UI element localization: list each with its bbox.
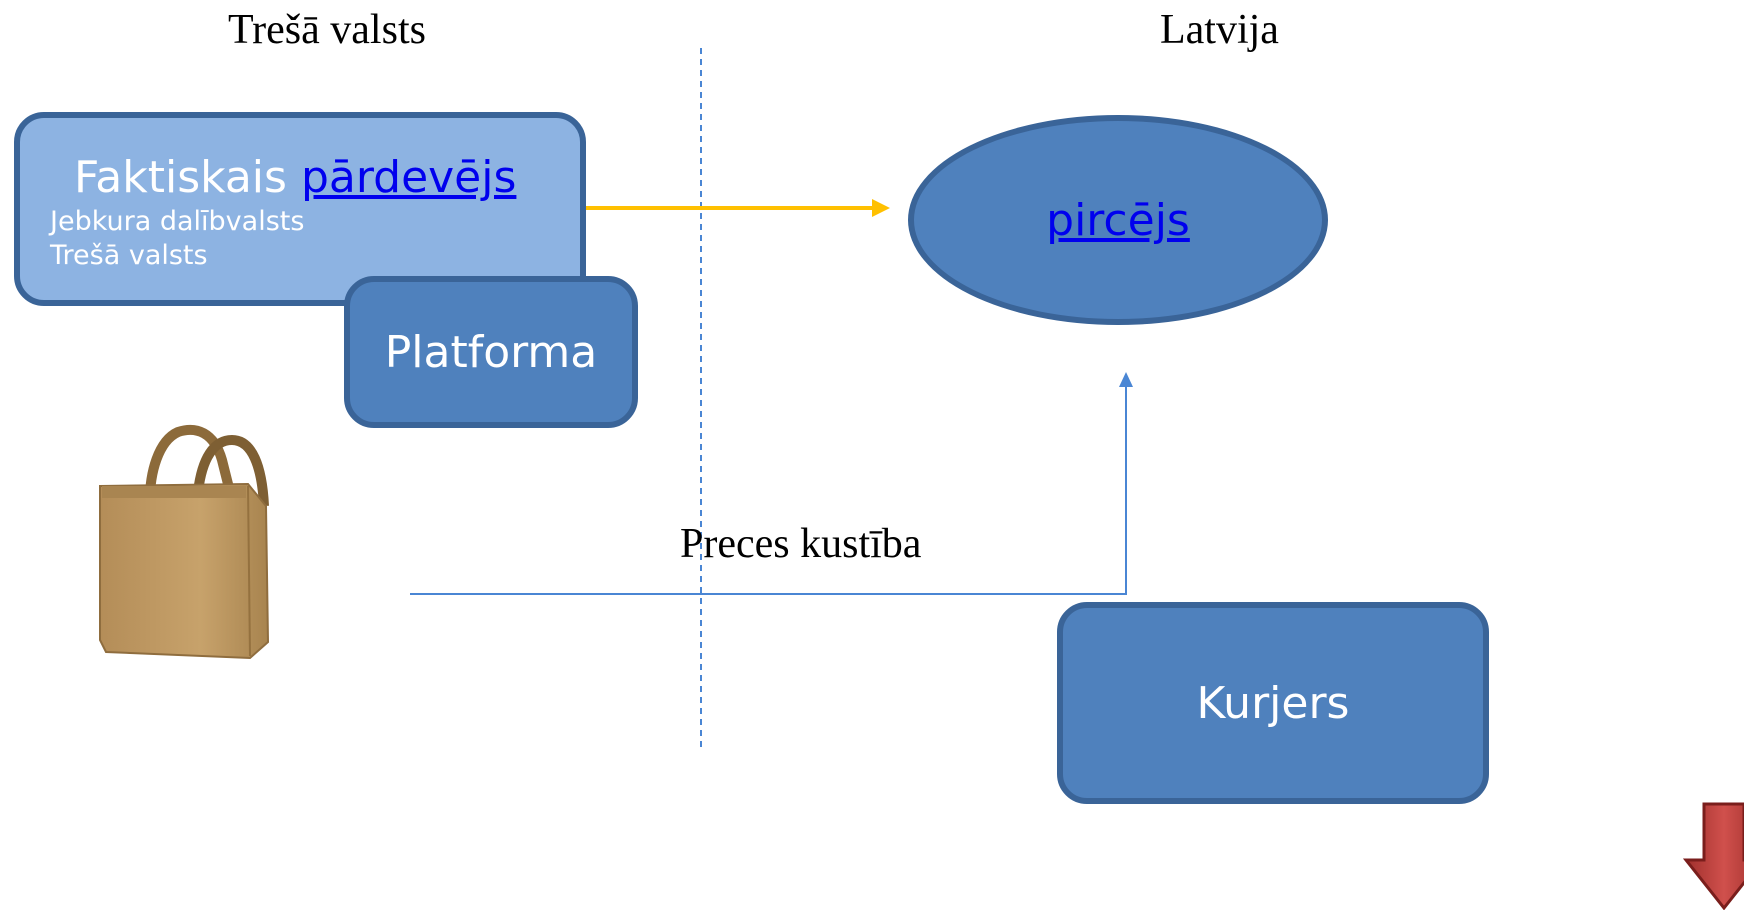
actual-seller-box: Faktiskais pārdevējs Jebkura dalībvalsts… <box>14 112 586 306</box>
goods-flow-line <box>410 386 1127 595</box>
buyer-ellipse: pircējs <box>908 115 1328 325</box>
region-label-third-country: Trešā valsts <box>228 7 426 53</box>
courier-box: Kurjers <box>1057 602 1489 804</box>
seller-link[interactable]: pārdevējs <box>300 152 517 203</box>
seller-title: Faktiskais pārdevējs <box>74 152 516 203</box>
seller-subtitle-third-country: Trešā valsts <box>50 240 208 271</box>
seller-to-buyer-arrowhead <box>872 199 890 217</box>
seller-title-prefix: Faktiskais <box>74 152 287 203</box>
shopping-bag-icon <box>99 424 270 660</box>
down-arrow-icon <box>1682 802 1744 910</box>
courier-label: Kurjers <box>1196 677 1350 729</box>
platform-label: Platforma <box>384 326 598 378</box>
goods-movement-label: Preces kustība <box>680 521 922 567</box>
goods-flow-arrowhead <box>1119 372 1133 387</box>
seller-subtitle-member-state: Jebkura dalībvalsts <box>50 206 305 237</box>
buyer-link[interactable]: pircējs <box>1046 194 1190 246</box>
region-label-latvia: Latvija <box>1160 7 1279 53</box>
platform-box: Platforma <box>344 276 638 428</box>
